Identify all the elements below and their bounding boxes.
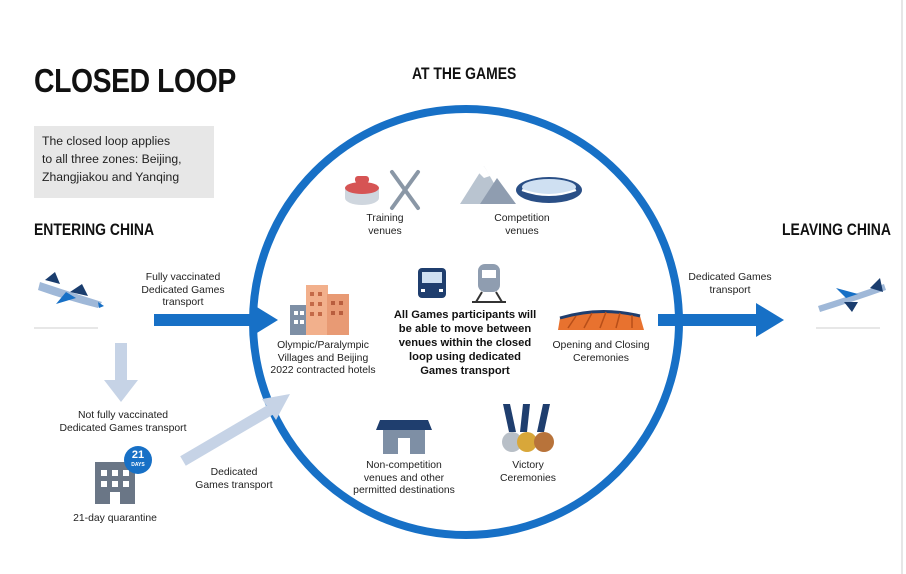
label-line: Non-competition [366, 460, 442, 471]
label-line: venues within the closed [398, 337, 532, 349]
label-line: Ceremonies [572, 352, 630, 364]
quarantine-badge-unit: DAYS [131, 462, 145, 468]
label-line: Games transport [195, 479, 273, 491]
label-line: be able to move between [398, 323, 532, 335]
label-line: venues [505, 225, 539, 237]
label-non-competition-venues: Non-competition venues and other permitt… [352, 460, 456, 498]
label-line: Dedicated Games [688, 272, 772, 283]
medals-icon [502, 404, 554, 452]
label-opening-closing-ceremonies: Opening and Closing Ceremonies [548, 340, 654, 365]
label-line: Training [366, 213, 404, 224]
label-competition-venues: Competition venues [482, 213, 562, 238]
label-line: All Games participants will [393, 309, 537, 321]
label-villages-hotels: Olympic/Paralympic Villages and Beijing … [262, 340, 384, 378]
heading-leaving-china: LEAVING CHINA [782, 220, 891, 239]
label-line: venues and other [363, 472, 445, 484]
label-victory-ceremonies: Victory Ceremonies [492, 460, 564, 485]
birds-nest-stadium-icon [558, 310, 644, 330]
heading-at-the-games: AT THE GAMES [412, 64, 517, 83]
label-line: Ceremonies [499, 472, 557, 484]
quarantine-days-badge [124, 446, 152, 474]
label-line: permitted destinations [353, 485, 455, 496]
label-line: Games transport [420, 365, 510, 377]
label-line: Dedicated [210, 467, 258, 478]
quarantine-badge-number: 21 [131, 449, 145, 461]
heading-entering-china: ENTERING CHINA [34, 220, 155, 239]
info-line: Zhangjiakou and Yanqing [42, 170, 180, 184]
skis-icon [390, 170, 420, 210]
shop-building-icon [376, 420, 432, 454]
label-line: Victory [512, 460, 544, 471]
train-icon [472, 264, 506, 303]
label-line: loop using dedicated [409, 351, 521, 363]
label-line: Competition [494, 213, 550, 224]
curling-stone-icon [345, 176, 379, 205]
label-exit-transport: Dedicated Games transport [680, 272, 780, 297]
label-line: Villages and Beijing [277, 352, 369, 364]
plane-departing-icon [818, 278, 886, 312]
label-line: Olympic/Paralympic [277, 340, 369, 351]
label-quarantine: 21-day quarantine [73, 513, 157, 524]
exit-arrow [658, 303, 784, 337]
label-fully-vaccinated: Fully vaccinated Dedicated Games transpo… [128, 272, 238, 310]
label-line: transport [709, 284, 751, 296]
info-line: to all three zones: Beijing, [42, 152, 182, 166]
diagonal-arrow [180, 394, 290, 466]
label-after-quarantine-transport: Dedicated Games transport [188, 467, 280, 492]
label-not-fully-vaccinated: Not fully vaccinated Dedicated Games tra… [48, 410, 198, 435]
label-line: Opening and Closing [552, 340, 650, 351]
info-line: The closed loop applies [42, 134, 171, 148]
label-training-venues: Training venues [350, 213, 420, 238]
entry-arrow [154, 304, 278, 336]
bus-icon [418, 268, 446, 298]
stadium-icon [516, 177, 582, 203]
mountain-icon [460, 166, 516, 204]
label-line: venues [368, 225, 402, 237]
village-buildings-icon [290, 285, 349, 335]
down-arrow [104, 343, 138, 402]
label-line: Dedicated Games [141, 284, 225, 296]
label-line: transport [162, 297, 204, 308]
label-line: Dedicated Games transport [59, 422, 187, 434]
info-box: The closed loop applies to all three zon… [34, 126, 214, 198]
label-line: Not fully vaccinated [77, 410, 169, 421]
label-center-statement: All Games participants will be able to m… [380, 308, 550, 378]
plane-arriving-icon [38, 272, 104, 308]
label-line: 2022 contracted hotels [270, 365, 376, 376]
label-line: Fully vaccinated [145, 272, 221, 283]
page-title: CLOSED LOOP [34, 62, 236, 99]
